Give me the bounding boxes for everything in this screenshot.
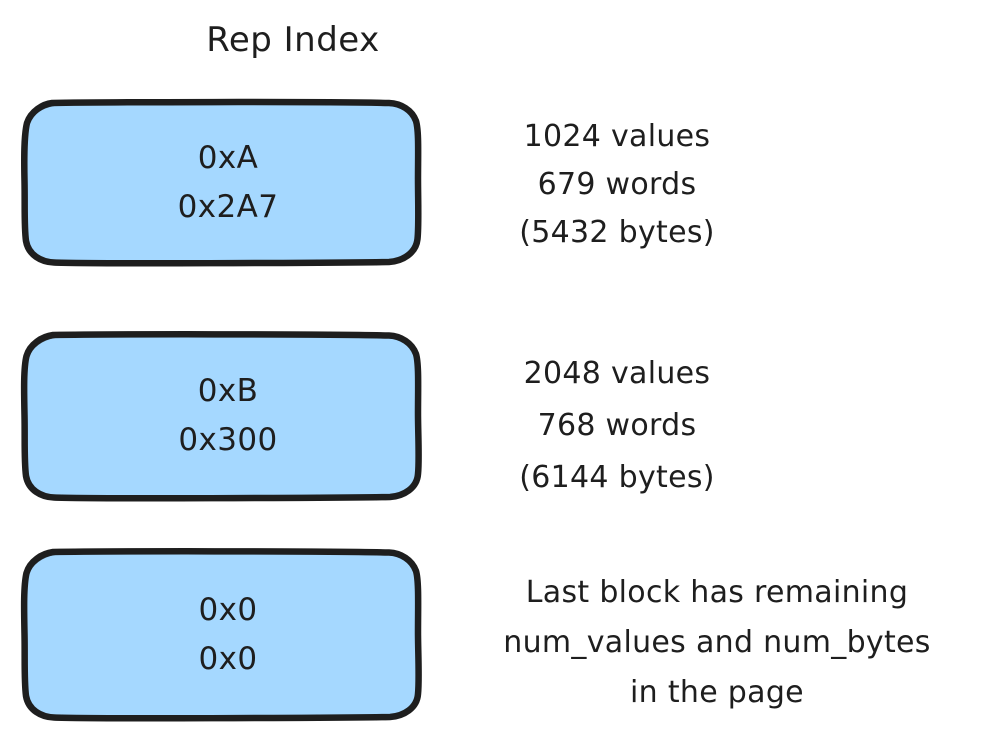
block-1-annotation-words: 679 words (537, 167, 697, 202)
rep-index-block-3[interactable]: 0x0 0x0 (20, 548, 422, 722)
block-2-annotation-words: 768 words (537, 408, 697, 443)
rep-index-block-1[interactable]: 0xA 0x2A7 (21, 98, 422, 267)
block-3-annotation-line-3: in the page (630, 675, 804, 710)
block-3-annotation-line-2: num_values and num_bytes (503, 625, 931, 660)
block-3-annotation: Last block has remaining num_values and … (443, 568, 991, 718)
page-title: Rep Index (206, 20, 380, 60)
block-1-line-1: 0xA (197, 139, 259, 176)
block-1-line-2: 0x2A7 (177, 188, 279, 225)
block-1-annotation-values: 1024 values (523, 119, 711, 154)
block-2-annotation: 2048 values 768 words (6144 bytes) (452, 348, 782, 504)
block-2-label: 0xB 0x300 (21, 367, 421, 465)
block-2-annotation-values: 2048 values (523, 356, 711, 391)
block-1-annotation: 1024 values 679 words (5432 bytes) (452, 113, 782, 257)
rep-index-block-2[interactable]: 0xB 0x300 (20, 331, 422, 502)
block-3-label: 0x0 0x0 (21, 586, 421, 684)
block-2-line-2: 0x300 (178, 422, 278, 458)
block-1-label: 0xA 0x2A7 (21, 134, 421, 232)
block-2-annotation-bytes: (6144 bytes) (519, 460, 715, 495)
block-3-line-1: 0x0 (198, 591, 258, 628)
block-1-annotation-bytes: (5432 bytes) (519, 215, 715, 250)
block-3-line-2: 0x0 (198, 640, 258, 677)
block-2-line-1: 0xB (197, 373, 259, 409)
block-3-annotation-line-1: Last block has remaining (525, 575, 909, 610)
